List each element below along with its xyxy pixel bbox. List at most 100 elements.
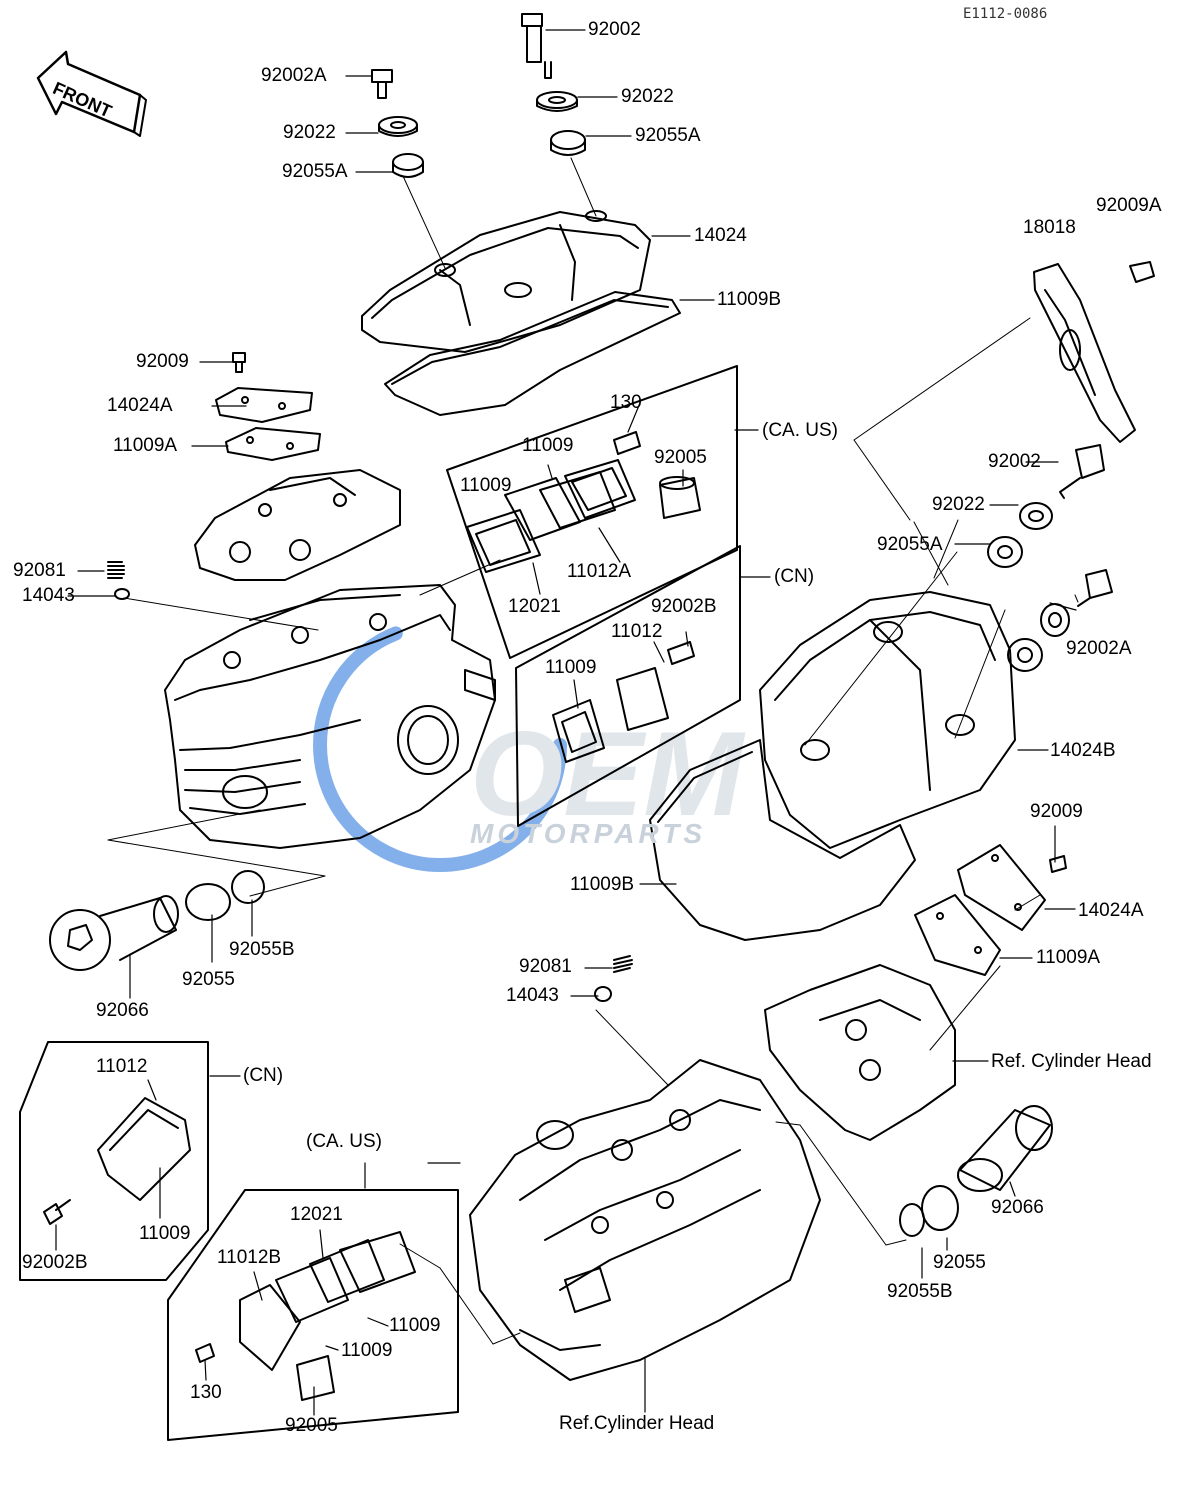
camshaft-holder-left (194, 469, 401, 581)
part-label: 12021 (290, 1204, 343, 1225)
part-label: 14024B (1050, 740, 1116, 761)
part-label: 92005 (285, 1415, 338, 1436)
cylinder-head-left (164, 584, 496, 849)
part-label: 92055 (933, 1252, 986, 1273)
part-label: 14024 (694, 225, 747, 246)
grommet-92055a-right (987, 536, 1023, 568)
part-label: 11009 (545, 657, 597, 678)
part-label: 92081 (13, 560, 66, 581)
plug-14043-mid (594, 986, 612, 1002)
washer-right-2 (1040, 603, 1070, 637)
part-label: 11012 (96, 1056, 148, 1077)
part-label: 18018 (1023, 217, 1076, 238)
part-label: 130 (190, 1382, 222, 1403)
group-box-ca-us-top (446, 365, 738, 659)
part-label: 92055A (635, 125, 701, 146)
o-ring-92055b-left (231, 870, 265, 904)
front-arrow (36, 50, 147, 137)
part-label: 11009A (1036, 947, 1101, 968)
cylinder-head-cover-14024b (759, 591, 1016, 849)
bolt-92002a-top (371, 69, 393, 99)
bolt-92009-right (1049, 855, 1067, 873)
part-label: 11009B (570, 874, 635, 895)
part-label: 11009A (113, 435, 178, 456)
group-label-cn-top: (CN) (774, 566, 815, 587)
intake-pipe-92066-right (957, 1105, 1053, 1192)
part-label: 14024A (107, 395, 173, 416)
reed-valve-parts-cn-bottom (43, 1097, 191, 1225)
o-ring-92055b-right (899, 1203, 925, 1237)
part-label: 11009 (341, 1340, 393, 1361)
part-label: 11012 (611, 621, 663, 642)
gasket-11009b-right (649, 739, 916, 941)
plug-14043-left (114, 588, 130, 600)
part-label: 11009 (522, 435, 574, 456)
part-label: 92009A (1096, 195, 1162, 216)
part-label: 130 (610, 392, 642, 413)
part-label: 92002 (588, 19, 641, 40)
group-box-cn-bottom (19, 1041, 209, 1281)
reed-valve-parts-top (466, 431, 701, 573)
part-label: 14024A (1078, 900, 1144, 921)
grommet-92055a-top-right (550, 130, 586, 156)
spring-92081-left (107, 561, 125, 579)
group-box-cn-top (515, 545, 741, 827)
part-label: 92055A (282, 161, 348, 182)
ref-label-cylinder-head: Ref.Cylinder Head (559, 1413, 715, 1434)
o-ring-92055-left (185, 883, 231, 921)
document-id: E1112-0086 (963, 6, 1048, 22)
part-label: 92009 (136, 351, 189, 372)
part-label: 92055B (887, 1281, 953, 1302)
cylinder-head-bottom (469, 1059, 821, 1381)
watermark-text: MOTORPARTS (470, 818, 707, 849)
part-label: 92055 (182, 969, 235, 990)
intake-pipe-92066-left (49, 895, 179, 971)
part-label: 92066 (96, 1000, 149, 1021)
chain-guide-18018 (1033, 263, 1136, 443)
bolt-92002-right (1059, 444, 1105, 499)
washer-92022-right (1019, 502, 1053, 530)
camshaft-holder-right (764, 964, 956, 1141)
part-label: 12021 (508, 596, 561, 617)
part-label: 92022 (621, 86, 674, 107)
bolt-92009-left (232, 352, 246, 373)
group-label-cn-bottom: (CN) (243, 1065, 284, 1086)
part-label: 14043 (22, 585, 75, 606)
part-label: 92002A (261, 65, 327, 86)
part-label: 14043 (506, 985, 559, 1006)
bolt-92002a-right (1077, 569, 1113, 607)
washer-92022-top-right (536, 91, 578, 112)
spring-92081-mid (613, 955, 633, 973)
part-label: 92002 (988, 451, 1041, 472)
part-label: 11012A (567, 561, 632, 582)
part-label: 92066 (991, 1197, 1044, 1218)
gasket-11009b-top (384, 291, 681, 416)
part-label: 11009 (389, 1315, 441, 1336)
part-label: 92055B (229, 939, 295, 960)
grommet-right-2 (1007, 638, 1043, 672)
part-label: 92022 (283, 122, 336, 143)
part-label: 11009 (460, 475, 512, 496)
reed-valve-parts-bottom (195, 1231, 416, 1401)
part-label: 92081 (519, 956, 572, 977)
cap-14024a-right (957, 844, 1046, 931)
group-label-ca-us-top: (CA. US) (762, 420, 838, 441)
part-label: 11009 (139, 1223, 191, 1244)
reed-valve-parts-cn-top (552, 641, 695, 763)
gasket-11009a-right (914, 894, 1001, 976)
grommet-92055a-top-left (392, 153, 424, 178)
group-box-ca-us-bottom (167, 1189, 459, 1441)
part-label: 92022 (932, 494, 985, 515)
part-label: 92055A (877, 534, 943, 555)
leader-lines (55, 29, 1077, 1416)
guide-lines (107, 157, 1079, 1345)
gasket-11009a-left (225, 427, 321, 461)
part-label: 11009B (717, 289, 782, 310)
part-label: 92002B (22, 1252, 88, 1273)
cap-14024a-left (215, 387, 313, 423)
part-label: 92002A (1066, 638, 1132, 659)
cylinder-head-cover-14024 (361, 210, 651, 353)
bolt-92002-top (521, 13, 552, 79)
part-label: 11012B (217, 1247, 282, 1268)
